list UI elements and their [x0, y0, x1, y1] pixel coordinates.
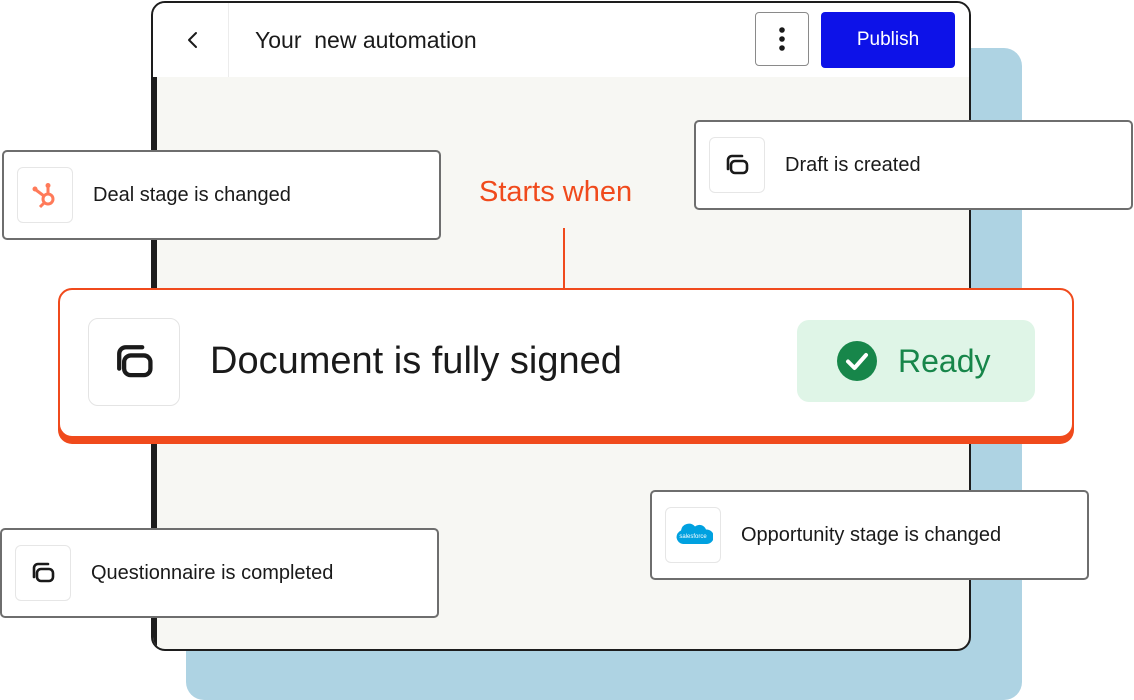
- kebab-menu-icon: [779, 27, 785, 51]
- status-badge-label: Ready: [898, 342, 991, 379]
- trigger-card-deal-stage[interactable]: Deal stage is changed: [2, 150, 441, 240]
- window-topbar: Your new automation Publish: [153, 3, 969, 77]
- trigger-card-questionnaire[interactable]: Questionnaire is completed: [0, 528, 439, 618]
- status-badge: Ready: [797, 320, 1035, 402]
- trigger-card-label: Draft is created: [785, 153, 921, 176]
- trigger-card-draft-created[interactable]: Draft is created: [694, 120, 1133, 210]
- main-trigger-title: Document is fully signed: [210, 340, 622, 382]
- check-circle-icon: [837, 341, 877, 381]
- connector-line: [563, 228, 565, 290]
- svg-text:salesforce: salesforce: [679, 534, 707, 540]
- window-title: Your new automation: [255, 27, 477, 53]
- trigger-card-label: Deal stage is changed: [93, 183, 291, 206]
- starts-when-label: Starts when: [479, 176, 633, 208]
- publish-button[interactable]: Publish: [821, 12, 955, 68]
- salesforce-icon: salesforce: [665, 507, 721, 563]
- trigger-card-label: Questionnaire is completed: [91, 561, 334, 584]
- document-stack-icon: [15, 545, 71, 601]
- more-options-button[interactable]: [755, 12, 809, 66]
- back-button[interactable]: [157, 3, 229, 77]
- trigger-card-label: Opportunity stage is changed: [741, 523, 1002, 546]
- chevron-left-icon: [187, 32, 197, 48]
- hubspot-icon: [17, 167, 73, 223]
- main-trigger-card[interactable]: Document is fully signed Ready: [58, 288, 1074, 438]
- document-stack-icon: [709, 137, 765, 193]
- trigger-card-opportunity-stage[interactable]: salesforce Opportunity stage is changed: [650, 490, 1089, 580]
- document-stack-icon: [88, 318, 180, 406]
